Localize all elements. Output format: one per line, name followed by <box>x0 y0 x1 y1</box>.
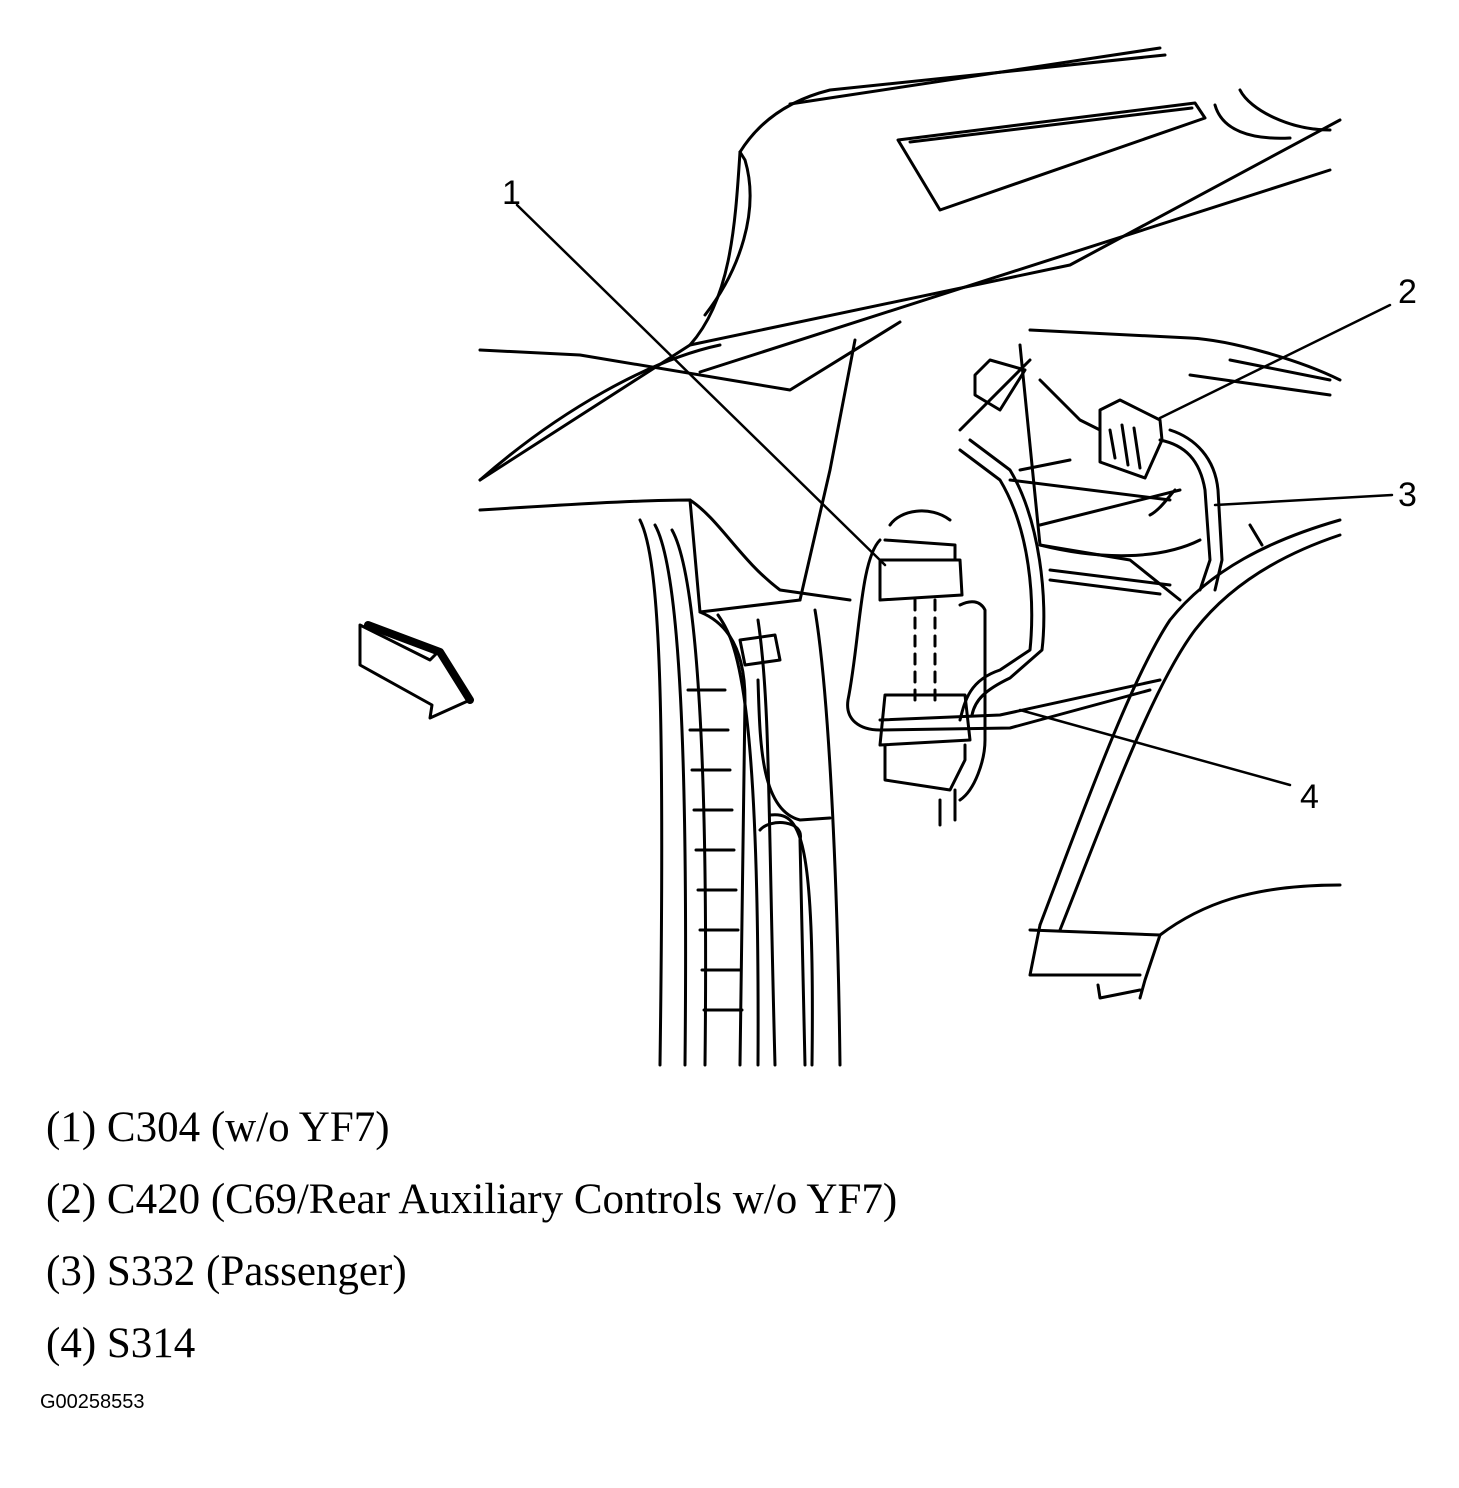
callout-2: 2 <box>1398 273 1417 311</box>
figure-id: G00258553 <box>40 1391 145 1413</box>
callout-3: 3 <box>1398 476 1417 514</box>
callout-4: 4 <box>1300 778 1319 816</box>
callout-1: 1 <box>502 174 521 212</box>
legend-item-c420: (2) C420 (C69/Rear Auxiliary Controls w/… <box>46 1176 898 1223</box>
headliner <box>478 46 1342 482</box>
view-direction-arrow-icon <box>358 621 474 720</box>
connector-c304 <box>846 438 1162 827</box>
wheel-house <box>1028 518 1342 1000</box>
legend-item-s314: (4) S314 <box>46 1320 196 1367</box>
connector-c420 <box>1098 398 1224 592</box>
quarter-panel <box>958 328 1342 602</box>
vehicle-interior-illustration <box>358 46 1394 1067</box>
pillar-trim <box>478 338 857 1067</box>
legend-item-c304: (1) C304 (w/o YF7) <box>46 1104 390 1151</box>
legend-item-s332: (3) S332 (Passenger) <box>46 1248 407 1295</box>
component-legend: (1) C304 (w/o YF7) (2) C420 (C69/Rear Au… <box>46 1100 897 1388</box>
leader-lines <box>515 203 1394 787</box>
